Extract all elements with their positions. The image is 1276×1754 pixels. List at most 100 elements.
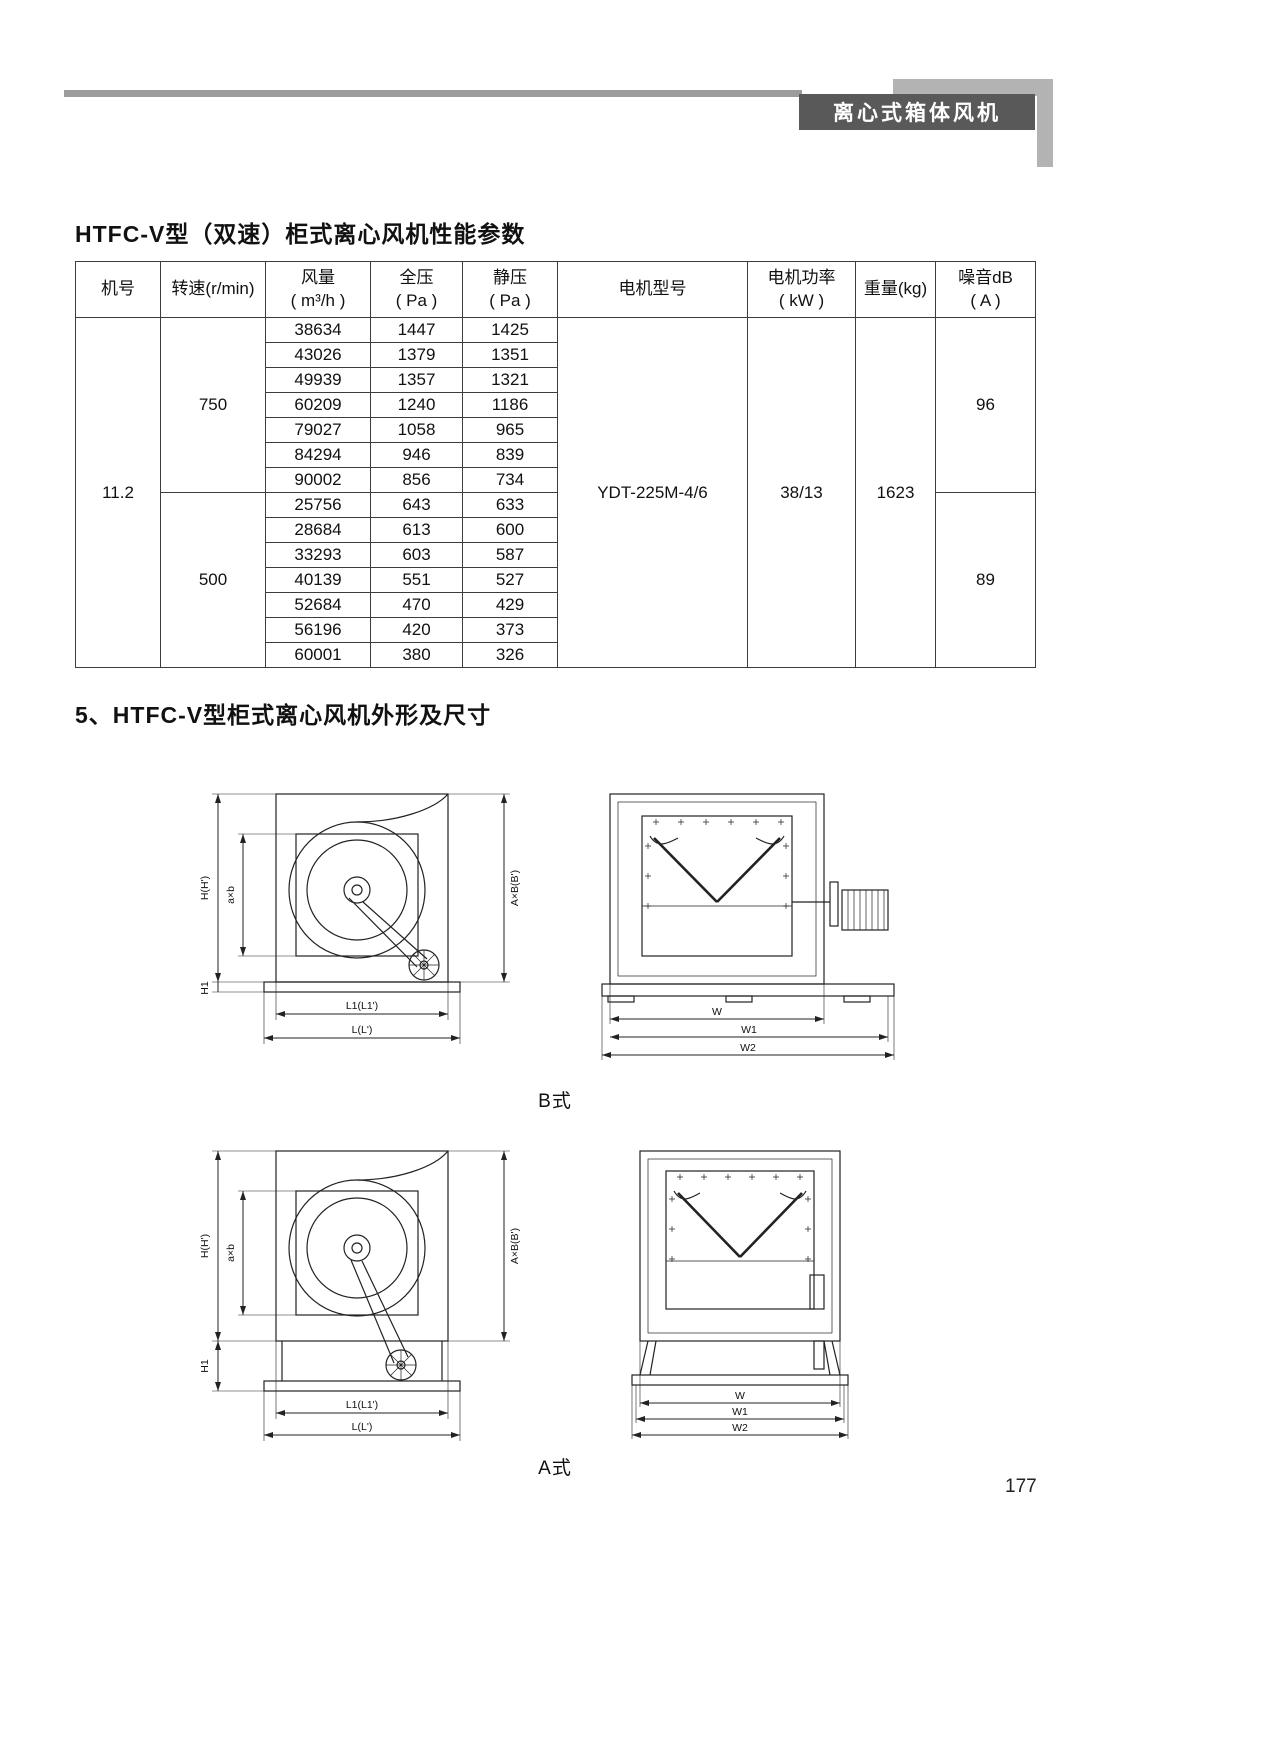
table-row: 49939 1357 1321 (76, 367, 1036, 393)
section-badge-label: 离心式箱体风机 (833, 102, 1001, 125)
cell-airflow: 60209 (265, 392, 371, 418)
header-text: 电机型号 (618, 279, 687, 299)
cell-static-pressure: 965 (462, 417, 558, 443)
cell-static-pressure: 1321 (462, 367, 558, 393)
dim-label-w1: W1 (732, 1406, 748, 1418)
header-corner-decoration-vertical (1037, 79, 1053, 167)
header-text: 风量 (301, 268, 335, 288)
cell-static-pressure: 600 (462, 517, 558, 543)
table-row: 52684 470 429 (76, 592, 1036, 618)
performance-table: 机号 转速(r/min) 风量 ( m³/h ) 全压 ( Pa ) 静压 ( … (75, 261, 1036, 668)
cell-total-pressure: 1357 (370, 367, 463, 393)
cell-machine-no: 11.2 (75, 317, 161, 668)
header-text: ( Pa ) (489, 290, 531, 310)
dimension-lines (601, 984, 895, 1060)
fan-front-view-outline (631, 1150, 849, 1386)
fan-side-view-outline (263, 1150, 461, 1392)
header-airflow: 风量 ( m³/h ) (265, 261, 371, 318)
dim-label-w: W (735, 1390, 745, 1402)
dimension-lines (631, 1341, 849, 1439)
cell-static-pressure: 734 (462, 467, 558, 493)
cell-static-pressure: 633 (462, 492, 558, 518)
page-content: HTFC-V型（双速）柜式离心风机性能参数 机号 转速(r/min) 风量 ( … (75, 215, 1036, 1480)
drawing-a-side-view: H(H') a×b H1 A×B(B') L1(L1') L(L') (199, 1150, 521, 1441)
cell-noise: 89 (935, 492, 1036, 668)
cell-total-pressure: 613 (370, 517, 463, 543)
cell-total-pressure: 1240 (370, 392, 463, 418)
cell-total-pressure: 1058 (370, 417, 463, 443)
table-row: 60209 1240 1186 (76, 392, 1036, 418)
dim-label-h: H(H') (199, 876, 211, 900)
dimension-lines (212, 793, 510, 1044)
cell-airflow: 25756 (265, 492, 371, 518)
type-b-drawing-pair: H(H') a×b H1 A×B(B') L1(L1') L(L') (75, 778, 1035, 1078)
header-text: 重量(kg) (863, 279, 928, 299)
dimension-labels: H(H') a×b H1 A×B(B') L1(L1') L(L') (199, 1228, 521, 1433)
table-row: 28684 613 600 (76, 517, 1036, 543)
cell-total-pressure: 603 (370, 542, 463, 568)
dim-label-h: H(H') (199, 1234, 211, 1258)
cell-static-pressure: 373 (462, 617, 558, 643)
table-row: 84294 946 839 (76, 442, 1036, 468)
type-b-label: B式 (538, 1091, 572, 1112)
header-text: ( A ) (970, 290, 1001, 310)
dim-label-w1: W1 (741, 1024, 757, 1036)
dim-label-AxB: A×B(B') (509, 870, 521, 906)
dim-label-l: L(L') (352, 1024, 373, 1036)
table-title: HTFC-V型（双速）柜式离心风机性能参数 (75, 221, 526, 247)
cell-airflow: 84294 (265, 442, 371, 468)
type-a-label: A式 (538, 1458, 572, 1479)
header-text: 机号 (101, 279, 135, 299)
table-row: 90002 856 734 (76, 467, 1036, 493)
table-row: 11.2 750 38634 1447 1425 YDT-225M-4/6 38… (75, 317, 1036, 668)
dim-label-w2: W2 (740, 1042, 756, 1054)
cell-total-pressure: 380 (370, 642, 463, 668)
dim-label-axb: a×b (225, 886, 237, 904)
drawing-b-side-view: H(H') a×b H1 A×B(B') L1(L1') L(L') (199, 793, 521, 1044)
dim-label-axb: a×b (225, 1244, 237, 1262)
header-machine-no: 机号 (75, 261, 161, 318)
cell-airflow: 40139 (265, 567, 371, 593)
cell-airflow: 33293 (265, 542, 371, 568)
header-text: 电机功率 (767, 268, 836, 288)
dimension-labels: H(H') a×b H1 A×B(B') L1(L1') L(L') (199, 870, 521, 1036)
header-text: 噪音dB (958, 268, 1013, 288)
dim-label-AxB: A×B(B') (509, 1228, 521, 1264)
cell-static-pressure: 527 (462, 567, 558, 593)
table-row: 56196 420 373 (76, 617, 1036, 643)
header-text: 全压 (399, 268, 434, 288)
cell-airflow: 28684 (265, 517, 371, 543)
cell-total-pressure: 551 (370, 567, 463, 593)
table-row: 79027 1058 965 (76, 417, 1036, 443)
cell-weight: 1623 (855, 317, 936, 668)
dim-label-l: L(L') (352, 1421, 373, 1433)
header-rule (64, 90, 802, 97)
table-row: 33293 603 587 (76, 542, 1036, 568)
cell-total-pressure: 1379 (370, 342, 463, 368)
dim-label-l1: L1(L1') (346, 1399, 378, 1411)
header-corner-decoration-horizontal (893, 79, 1053, 96)
header-motor-power: 电机功率 ( kW ) (747, 261, 856, 318)
cell-motor-model: YDT-225M-4/6 (557, 317, 748, 668)
drawing-a-front-view: W W1 W2 (631, 1150, 849, 1439)
header-noise: 噪音dB ( A ) (935, 261, 1036, 318)
cell-total-pressure: 470 (370, 592, 463, 618)
header-static-pressure: 静压 ( Pa ) (462, 261, 558, 318)
cell-static-pressure: 1186 (462, 392, 558, 418)
cell-static-pressure: 839 (462, 442, 558, 468)
fan-front-view-outline (601, 793, 895, 1003)
dim-label-w2: W2 (732, 1422, 748, 1434)
type-b-drawings: H(H') a×b H1 A×B(B') L1(L1') L(L') (75, 778, 1035, 1113)
cell-airflow: 52684 (265, 592, 371, 618)
header-text: 转速(r/min) (171, 279, 255, 299)
table-row: 40139 551 527 (76, 567, 1036, 593)
cell-speed: 750 (160, 317, 266, 493)
cell-airflow: 38634 (265, 317, 371, 343)
header-weight: 重量(kg) (855, 261, 936, 318)
cell-static-pressure: 1425 (462, 317, 558, 343)
cell-speed: 500 (160, 492, 266, 668)
dim-label-w: W (712, 1006, 722, 1018)
drawing-b-front-view: W W1 W2 (601, 793, 895, 1060)
header-total-pressure: 全压 ( Pa ) (370, 261, 463, 318)
cell-static-pressure: 326 (462, 642, 558, 668)
